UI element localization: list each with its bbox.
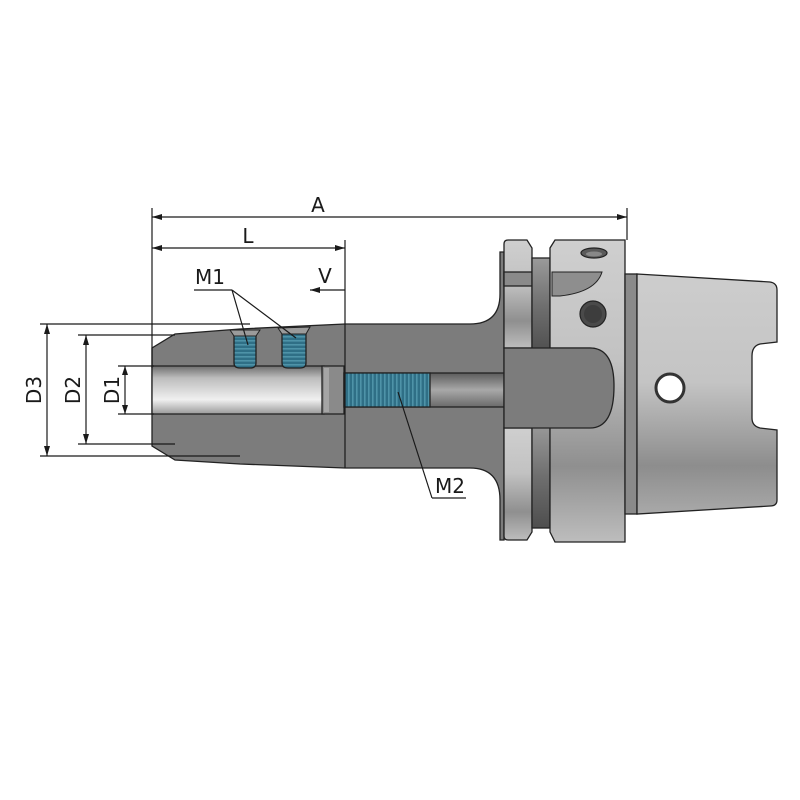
- label-a: A: [311, 193, 325, 217]
- label-v: V: [318, 264, 332, 288]
- flange: [503, 239, 638, 543]
- bore-d1: [151, 365, 325, 415]
- dimension-lines: [40, 208, 628, 499]
- label-m2: M2: [435, 474, 465, 498]
- label-l: L: [242, 224, 254, 248]
- label-d1: D1: [100, 376, 124, 404]
- label-d2: D2: [61, 376, 85, 404]
- hsk-taper: [636, 273, 778, 515]
- taper-hole: [654, 372, 686, 404]
- thread-m1: [229, 326, 311, 369]
- label-d3: D3: [22, 376, 46, 404]
- thread-m2: [343, 372, 431, 408]
- label-m1: M1: [195, 265, 225, 289]
